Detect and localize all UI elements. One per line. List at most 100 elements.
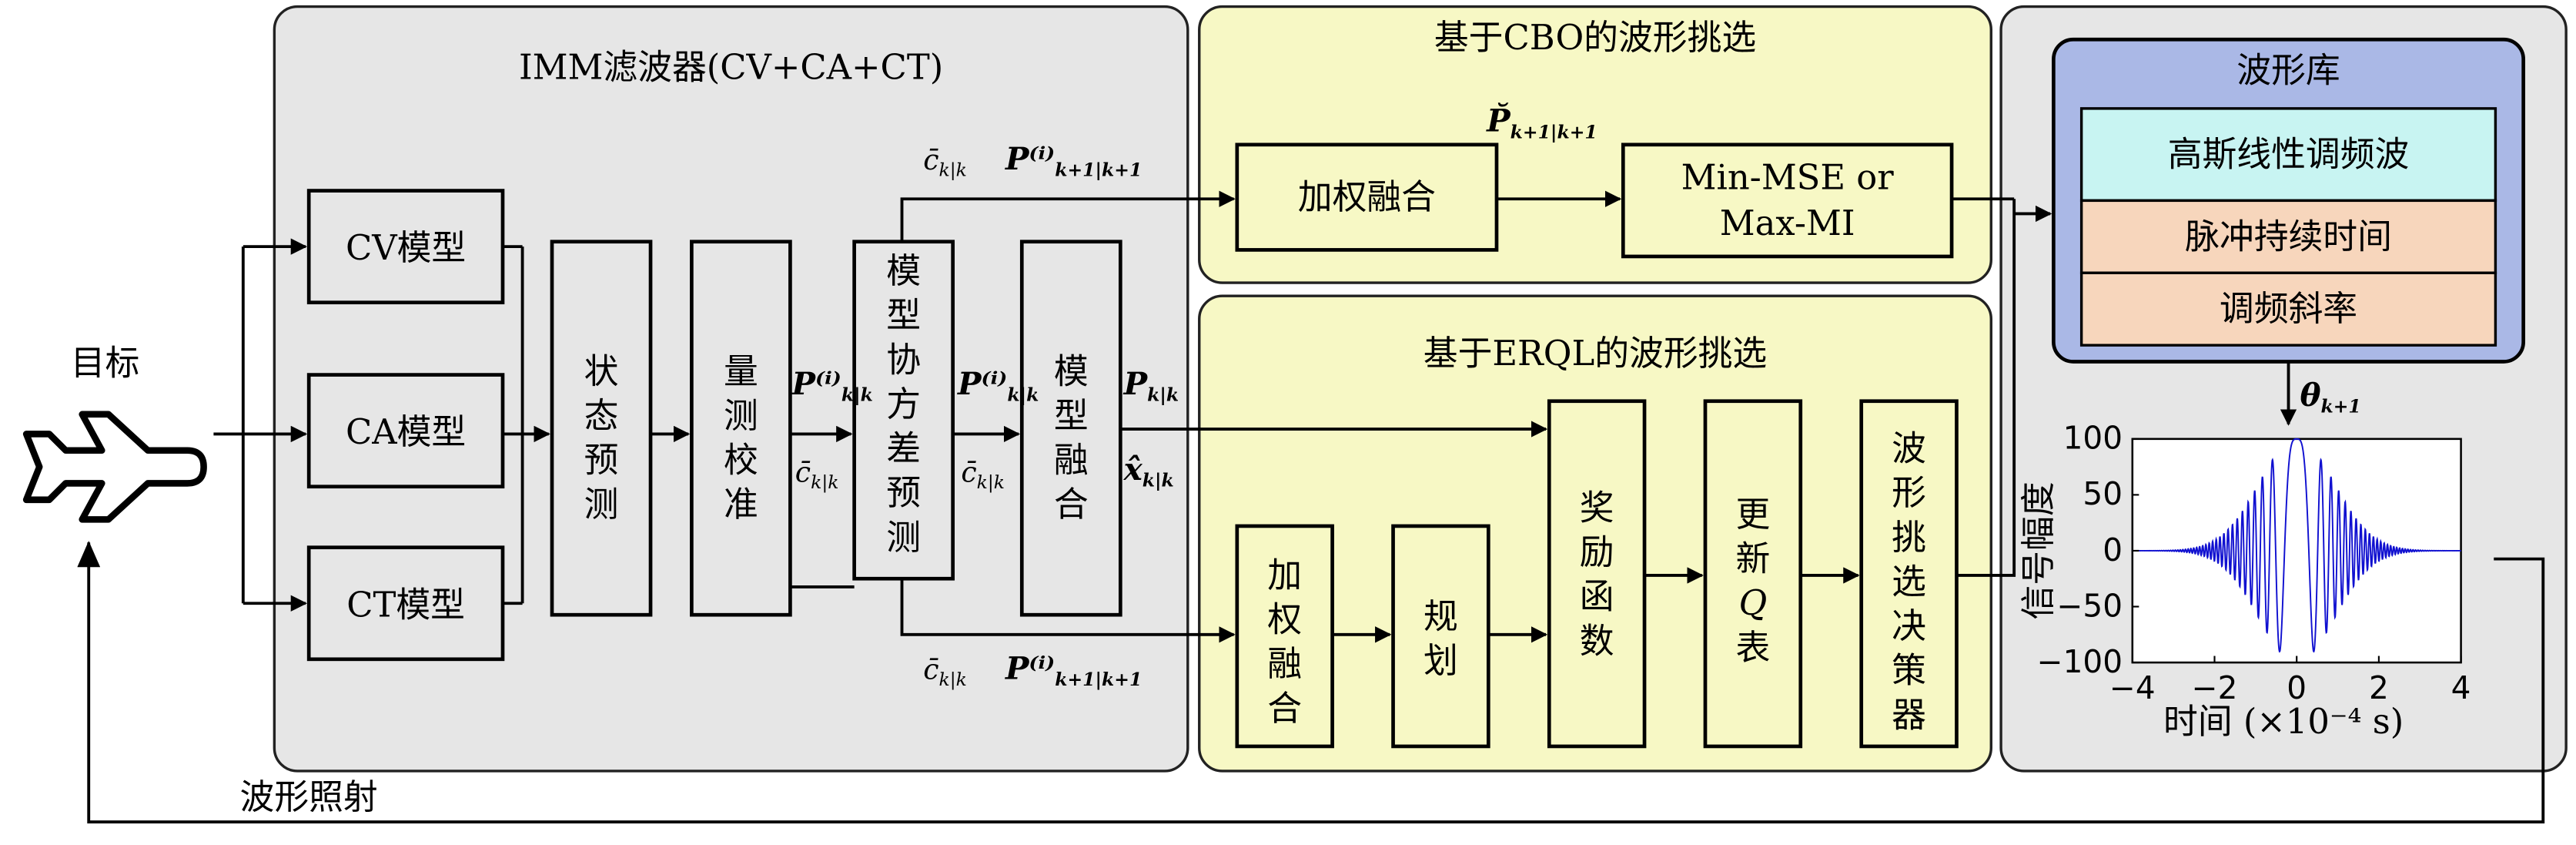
cbar-kk-1: c̄k|k <box>795 455 839 494</box>
svg-text:调频斜率: 调频斜率 <box>2220 288 2357 329</box>
library-item-pulse-duration <box>2079 199 2497 274</box>
svg-text:方: 方 <box>886 384 921 424</box>
svg-text:融: 融 <box>1054 440 1089 481</box>
x-tick-label: 0 <box>2287 669 2307 706</box>
cbo-weighted-fusion-block: 加权融合 <box>1235 143 1499 252</box>
svg-text:合: 合 <box>1267 688 1302 729</box>
svg-text:波: 波 <box>1892 428 1926 469</box>
cbo-title: 基于CBO的波形挑选 <box>1434 17 1756 58</box>
ct-model-block: CT模型 <box>306 545 505 662</box>
waveform-decision-block: 波 形 挑 选 决 策 器 <box>1859 399 1959 749</box>
svg-text:数: 数 <box>1580 620 1614 661</box>
erql-weighted-fusion-block: 加 权 融 合 <box>1235 524 1334 749</box>
svg-text:CT模型: CT模型 <box>346 584 465 625</box>
cbar-kk-2: c̄k|k <box>961 455 1005 494</box>
math-labels: c̄k|k P⁽ⁱ⁾k+1|k+1 P̆k+1|k+1 P⁽ⁱ⁾k|k c̄k|… <box>791 102 2361 691</box>
svg-text:状: 状 <box>584 350 619 391</box>
svg-text:加: 加 <box>1267 555 1302 595</box>
waveform-series-line <box>2132 438 2461 653</box>
model-covariance-prediction-block: 模 型 协 方 差 预 测 <box>852 240 955 581</box>
svg-text:预: 预 <box>584 440 619 481</box>
library-item-chirp-rate <box>2079 271 2497 347</box>
svg-text:CA模型: CA模型 <box>346 411 466 452</box>
svg-text:加权融合: 加权融合 <box>1298 176 1436 217</box>
update-q-table-block: 更 新 Q 表 <box>1703 399 1803 749</box>
connections <box>77 190 2545 824</box>
p-pred-top: P⁽ⁱ⁾k+1|k+1 <box>1005 140 1142 181</box>
imm-title: IMM滤波器(CV+CA+CT) <box>519 46 943 87</box>
svg-text:CV模型: CV模型 <box>346 227 466 268</box>
cbar-bottom: c̄k|k <box>923 652 967 691</box>
theta-label: θk+1 <box>2300 377 2360 417</box>
p-breve-label: P̆k+1|k+1 <box>1486 102 1597 143</box>
svg-text:准: 准 <box>724 484 758 525</box>
erql-title: 基于ERQL的波形挑选 <box>1423 333 1767 374</box>
svg-text:测: 测 <box>724 395 758 436</box>
svg-text:校: 校 <box>724 440 758 481</box>
model-fusion-block: 模 型 融 合 <box>1019 240 1122 617</box>
y-tick-label: −100 <box>2037 643 2123 680</box>
cv-model-block: CV模型 <box>306 189 505 305</box>
svg-text:态: 态 <box>584 395 619 436</box>
svg-text:Max-MI: Max-MI <box>1720 203 1855 243</box>
svg-text:更: 更 <box>1735 494 1770 535</box>
svg-text:模: 模 <box>1054 350 1089 391</box>
p-pred-bottom: P⁽ⁱ⁾k+1|k+1 <box>1005 649 1142 690</box>
measurement-calibration-block: 量 测 校 准 <box>690 240 792 617</box>
x-tick-label: −4 <box>2109 669 2156 706</box>
svg-text:量: 量 <box>724 350 758 391</box>
y-tick-label: 100 <box>2063 420 2123 457</box>
svg-text:规: 规 <box>1423 595 1458 636</box>
svg-text:Min-MSE or: Min-MSE or <box>1681 156 1895 197</box>
svg-text:协: 协 <box>886 339 921 380</box>
svg-text:型: 型 <box>1054 395 1089 436</box>
svg-text:模: 模 <box>886 250 921 291</box>
x-tick-label: −2 <box>2192 669 2238 706</box>
waveform-library: 波形库 高斯线性调频波 脉冲持续时间 调频斜率 <box>2052 37 2526 364</box>
svg-text:权: 权 <box>1267 599 1302 640</box>
min-mse-max-mi-block: Min-MSE or Max-MI <box>1621 143 1954 259</box>
svg-text:差: 差 <box>886 428 921 469</box>
svg-text:励: 励 <box>1580 531 1614 572</box>
waveform-illumination-label: 波形照射 <box>240 776 378 817</box>
svg-text:划: 划 <box>1423 640 1458 681</box>
reward-function-block: 奖 励 函 数 <box>1547 399 1647 749</box>
cbar-top: c̄k|k <box>923 143 967 182</box>
p-kk-2: P⁽ⁱ⁾k|k <box>957 365 1039 406</box>
svg-text:决: 决 <box>1892 605 1926 646</box>
svg-text:挑: 挑 <box>1892 517 1926 558</box>
svg-text:波形库: 波形库 <box>2236 50 2340 91</box>
p-kk-1: P⁽ⁱ⁾k|k <box>791 365 873 406</box>
y-axis-label: 信号幅度 <box>2018 481 2059 619</box>
svg-text:Q: Q <box>1739 582 1768 623</box>
svg-text:预: 预 <box>886 472 921 513</box>
target-label: 目标 <box>71 343 140 384</box>
x-axis-label: 时间 (×10⁻⁴ s) <box>2163 701 2404 742</box>
svg-text:表: 表 <box>1735 627 1770 668</box>
svg-text:融: 融 <box>1267 643 1302 684</box>
x-tick-label: 2 <box>2369 669 2389 706</box>
svg-text:脉冲持续时间: 脉冲持续时间 <box>2185 216 2392 257</box>
ca-model-block: CA模型 <box>306 373 505 489</box>
svg-text:函: 函 <box>1580 576 1614 617</box>
y-tick-label: 0 <box>2103 531 2123 568</box>
svg-text:策: 策 <box>1892 650 1926 691</box>
p-kk-fused: Pk|k <box>1123 365 1179 406</box>
svg-text:器: 器 <box>1892 694 1926 735</box>
svg-text:奖: 奖 <box>1580 487 1614 528</box>
svg-text:测: 测 <box>584 484 619 525</box>
airplane-icon <box>22 411 207 523</box>
svg-text:形: 形 <box>1892 472 1926 513</box>
planning-block: 规 划 <box>1391 524 1490 749</box>
svg-text:测: 测 <box>886 517 921 558</box>
library-item-lfm <box>2079 107 2497 203</box>
svg-text:选: 选 <box>1892 561 1926 602</box>
svg-text:高斯线性调频波: 高斯线性调频波 <box>2168 134 2410 175</box>
x-hat-kk: x̂k|k <box>1123 451 1174 491</box>
y-tick-label: −50 <box>2056 587 2123 624</box>
svg-text:型: 型 <box>886 295 921 336</box>
x-tick-label: 4 <box>2451 669 2471 706</box>
